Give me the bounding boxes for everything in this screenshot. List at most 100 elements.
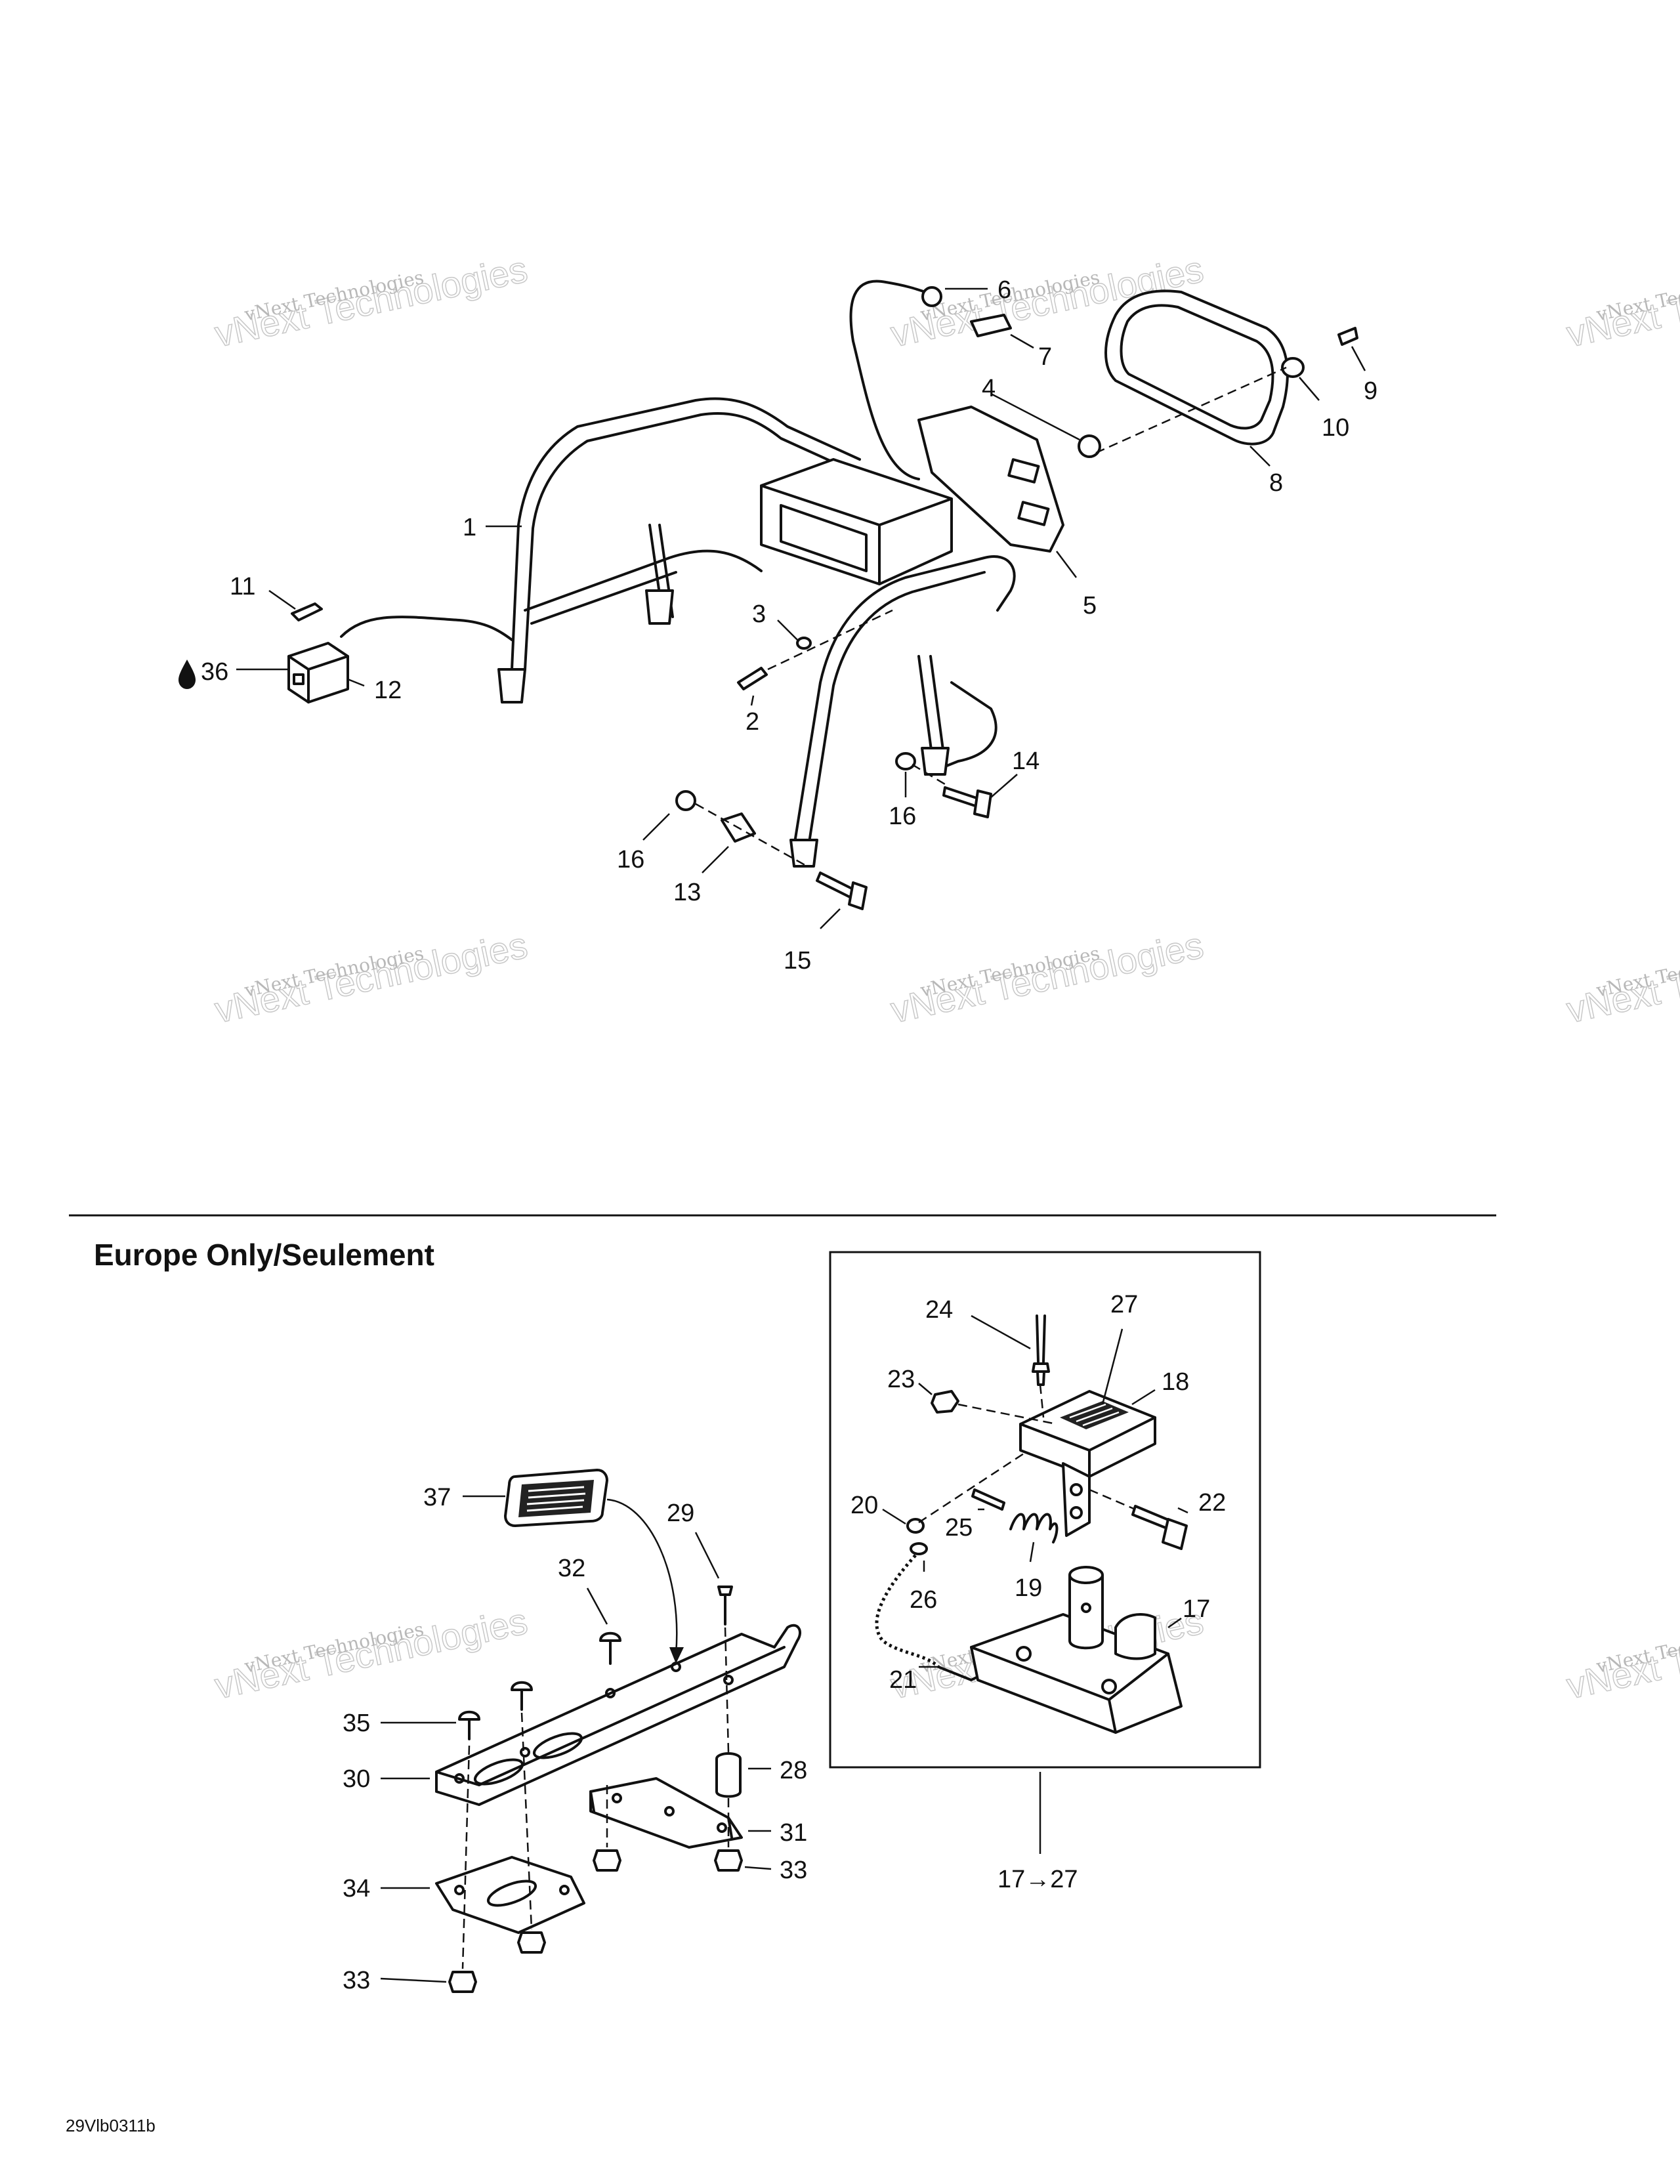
watermark: vNext Technologies vNext Technologies — [211, 923, 532, 1031]
callout-19: 19 — [1015, 1574, 1042, 1602]
callout-17: 17 — [1183, 1595, 1210, 1623]
wire-lamp — [849, 280, 927, 480]
callout-18: 18 — [1162, 1368, 1189, 1396]
hitch-ball-mount — [970, 1566, 1183, 1734]
callout-11: 11 — [230, 573, 255, 600]
assembly-line — [695, 803, 808, 868]
washer — [910, 1542, 928, 1555]
callout-1: 1 — [463, 514, 476, 541]
arrow-head — [669, 1647, 684, 1664]
assembly-line — [918, 1452, 1024, 1524]
watermark: vNext Technologies vNext Technologies — [211, 1599, 532, 1707]
callout-20: 20 — [850, 1492, 878, 1519]
washer — [1281, 357, 1305, 378]
callout-24: 24 — [925, 1296, 953, 1324]
nut — [448, 1971, 477, 1993]
callout-16a: 16 — [617, 846, 644, 873]
bolt-head — [973, 789, 992, 818]
callout-12: 12 — [374, 677, 402, 704]
nut — [517, 1931, 546, 1954]
callout-10: 10 — [1322, 414, 1349, 442]
callout-29: 29 — [667, 1500, 694, 1527]
watermark: vNext Technologies vNext Technologies — [211, 247, 532, 355]
assembly-line — [461, 1745, 471, 1969]
callout-8: 8 — [1269, 469, 1283, 497]
nut — [1078, 434, 1101, 458]
hitch-kit-frame — [829, 1251, 1261, 1769]
callout-34: 34 — [343, 1875, 370, 1902]
callout-14: 14 — [1012, 747, 1040, 775]
decal-arrow — [606, 1498, 678, 1654]
hitch-bracket — [1019, 1390, 1156, 1537]
callout-35: 35 — [343, 1710, 370, 1737]
connector — [287, 642, 349, 704]
callout-33a: 33 — [343, 1967, 370, 1994]
callout-37: 37 — [423, 1484, 451, 1511]
callout-31: 31 — [780, 1819, 807, 1847]
assembly-line — [1095, 366, 1287, 454]
watermark: vNext Technologies vNext Technologies — [1563, 923, 1680, 1031]
callout-27: 27 — [1110, 1291, 1138, 1318]
callout-4: 4 — [982, 375, 996, 402]
bulb — [970, 314, 1012, 337]
mounting-plate-small — [589, 1777, 743, 1849]
callout-25: 25 — [945, 1514, 973, 1542]
callout-36: 36 — [201, 658, 228, 686]
callout-32: 32 — [558, 1555, 585, 1582]
terminal — [291, 602, 323, 621]
callout-22: 22 — [1198, 1489, 1226, 1517]
assembly-line — [1089, 1488, 1136, 1511]
callout-33b: 33 — [780, 1857, 807, 1884]
washer — [796, 637, 812, 650]
watermark: vNext Technologies vNext Technologies — [1563, 247, 1680, 355]
callout-3: 3 — [752, 600, 766, 628]
hitch-pin — [1032, 1314, 1050, 1386]
mounting-plate — [435, 1624, 801, 1806]
tail-light — [1104, 289, 1289, 446]
nut — [593, 1849, 621, 1872]
screw — [971, 1488, 1005, 1511]
lamp-socket — [921, 286, 942, 307]
wire-harness — [340, 616, 513, 641]
callout-5: 5 — [1083, 592, 1097, 620]
drawing-code: 29Vlb0311b — [66, 2116, 156, 2135]
screw — [1337, 327, 1358, 346]
callout-26: 26 — [910, 1586, 937, 1614]
kit-callout: 17→27 — [998, 1866, 1078, 1893]
watermark: vNext Technologies vNext Technologies — [1563, 1599, 1680, 1707]
screw — [737, 667, 768, 690]
watermark: vNext Technologies vNext Technologies — [887, 923, 1208, 1031]
light-bracket — [917, 406, 1064, 553]
callout-6: 6 — [998, 276, 1011, 304]
callout-23: 23 — [887, 1366, 915, 1393]
assembly-line — [957, 1403, 1057, 1425]
section-title: Europe Only/Seulement — [94, 1238, 434, 1272]
leader-lines-bottom-right — [882, 1314, 1188, 1854]
assembly-line — [1039, 1384, 1045, 1418]
nut — [714, 1849, 743, 1872]
bolt-head — [848, 881, 868, 910]
warning-decal — [504, 1469, 608, 1527]
assembly-line — [767, 609, 893, 671]
callout-13: 13 — [673, 879, 701, 906]
callout-30: 30 — [343, 1765, 370, 1793]
rack-box — [760, 458, 953, 585]
callout-9: 9 — [1364, 377, 1377, 405]
bolt-head — [1162, 1518, 1188, 1550]
callout-2: 2 — [746, 708, 759, 736]
spring — [1009, 1513, 1059, 1544]
callout-16b: 16 — [889, 803, 916, 830]
nut — [675, 790, 696, 811]
assembly-line — [912, 763, 946, 786]
callout-7: 7 — [1038, 343, 1052, 371]
reinforcement-plate — [435, 1856, 585, 1934]
spacer — [715, 1752, 742, 1798]
nut — [931, 1390, 959, 1414]
leader-lines-top — [236, 287, 1366, 929]
leader-lines-bottom-left — [380, 1495, 772, 1983]
callout-15: 15 — [784, 947, 811, 975]
callout-21: 21 — [889, 1666, 917, 1694]
carriage-bolts — [458, 1586, 733, 1740]
assembly-line — [724, 1627, 730, 1753]
